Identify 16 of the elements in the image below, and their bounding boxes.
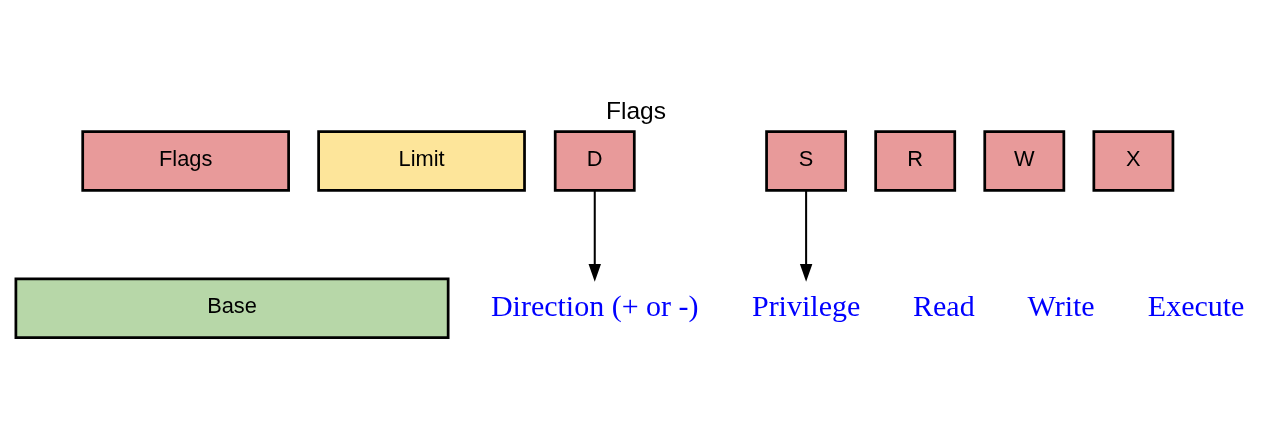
node-text: Privilege [751,288,861,322]
node-box: Flags [81,129,290,192]
diagram-title: Flags [606,96,666,124]
arrow [799,190,813,282]
label: Write [1027,288,1095,322]
node-box: Base [14,277,450,339]
label: Execute [1147,288,1245,322]
node-box: W [983,129,1066,192]
node-box: S [765,129,848,192]
label: Read [913,288,975,322]
node-box: R [874,129,957,192]
arrow [588,190,601,282]
node-box: X [1092,129,1175,192]
node-box: Limit [317,129,526,192]
node-text: Direction (+ or -) [490,288,699,322]
node-box: D [553,129,636,192]
